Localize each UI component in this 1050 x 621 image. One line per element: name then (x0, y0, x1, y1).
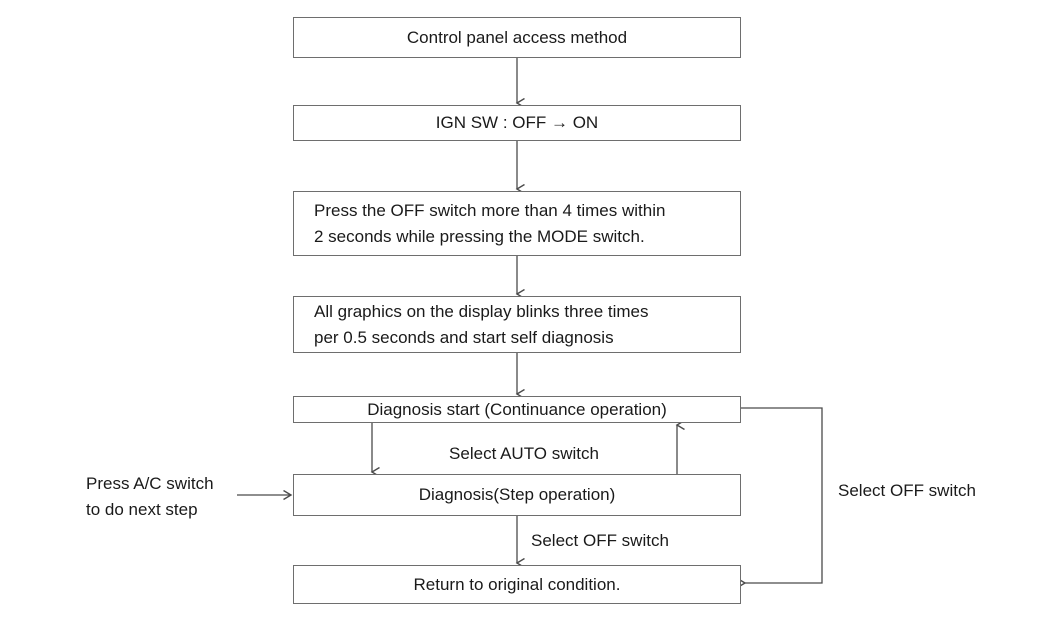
node-label: Diagnosis start (Continuance operation) (367, 399, 667, 419)
node-return-original[interactable]: Return to original condition. (293, 565, 741, 604)
node-label: Return to original condition. (413, 574, 621, 594)
node-label: Control panel access method (406, 27, 628, 47)
node-ign-sw[interactable]: IGN SW : OFF → ON (293, 105, 741, 141)
edge-label-select-off-switch-right: Select OFF switch (838, 481, 976, 500)
edge-label-select-auto-switch: Select AUTO switch (449, 444, 599, 463)
node-graphics-blink[interactable]: All graphics on the display blinks three… (293, 296, 741, 353)
node-press-off-switch[interactable]: Press the OFF switch more than 4 times w… (293, 191, 741, 256)
edge-start-to-return-loop (741, 407, 823, 583)
node-diagnosis-start[interactable]: Diagnosis start (Continuance operation) (293, 396, 741, 423)
node-label: Press the OFF switch more than 4 times w… (314, 200, 666, 246)
edge-label-select-off-switch-middle: Select OFF switch (531, 531, 669, 550)
node-diagnosis-step[interactable]: Diagnosis(Step operation) (293, 474, 741, 516)
node-control-panel-access-method[interactable]: Control panel access method (293, 17, 741, 58)
node-label: IGN SW : OFF → ON (435, 113, 599, 132)
edge-label-press-ac-switch: Press A/C switch to do next step (86, 474, 214, 519)
node-label: Diagnosis(Step operation) (418, 485, 616, 504)
node-label: All graphics on the display blinks three… (314, 301, 649, 347)
